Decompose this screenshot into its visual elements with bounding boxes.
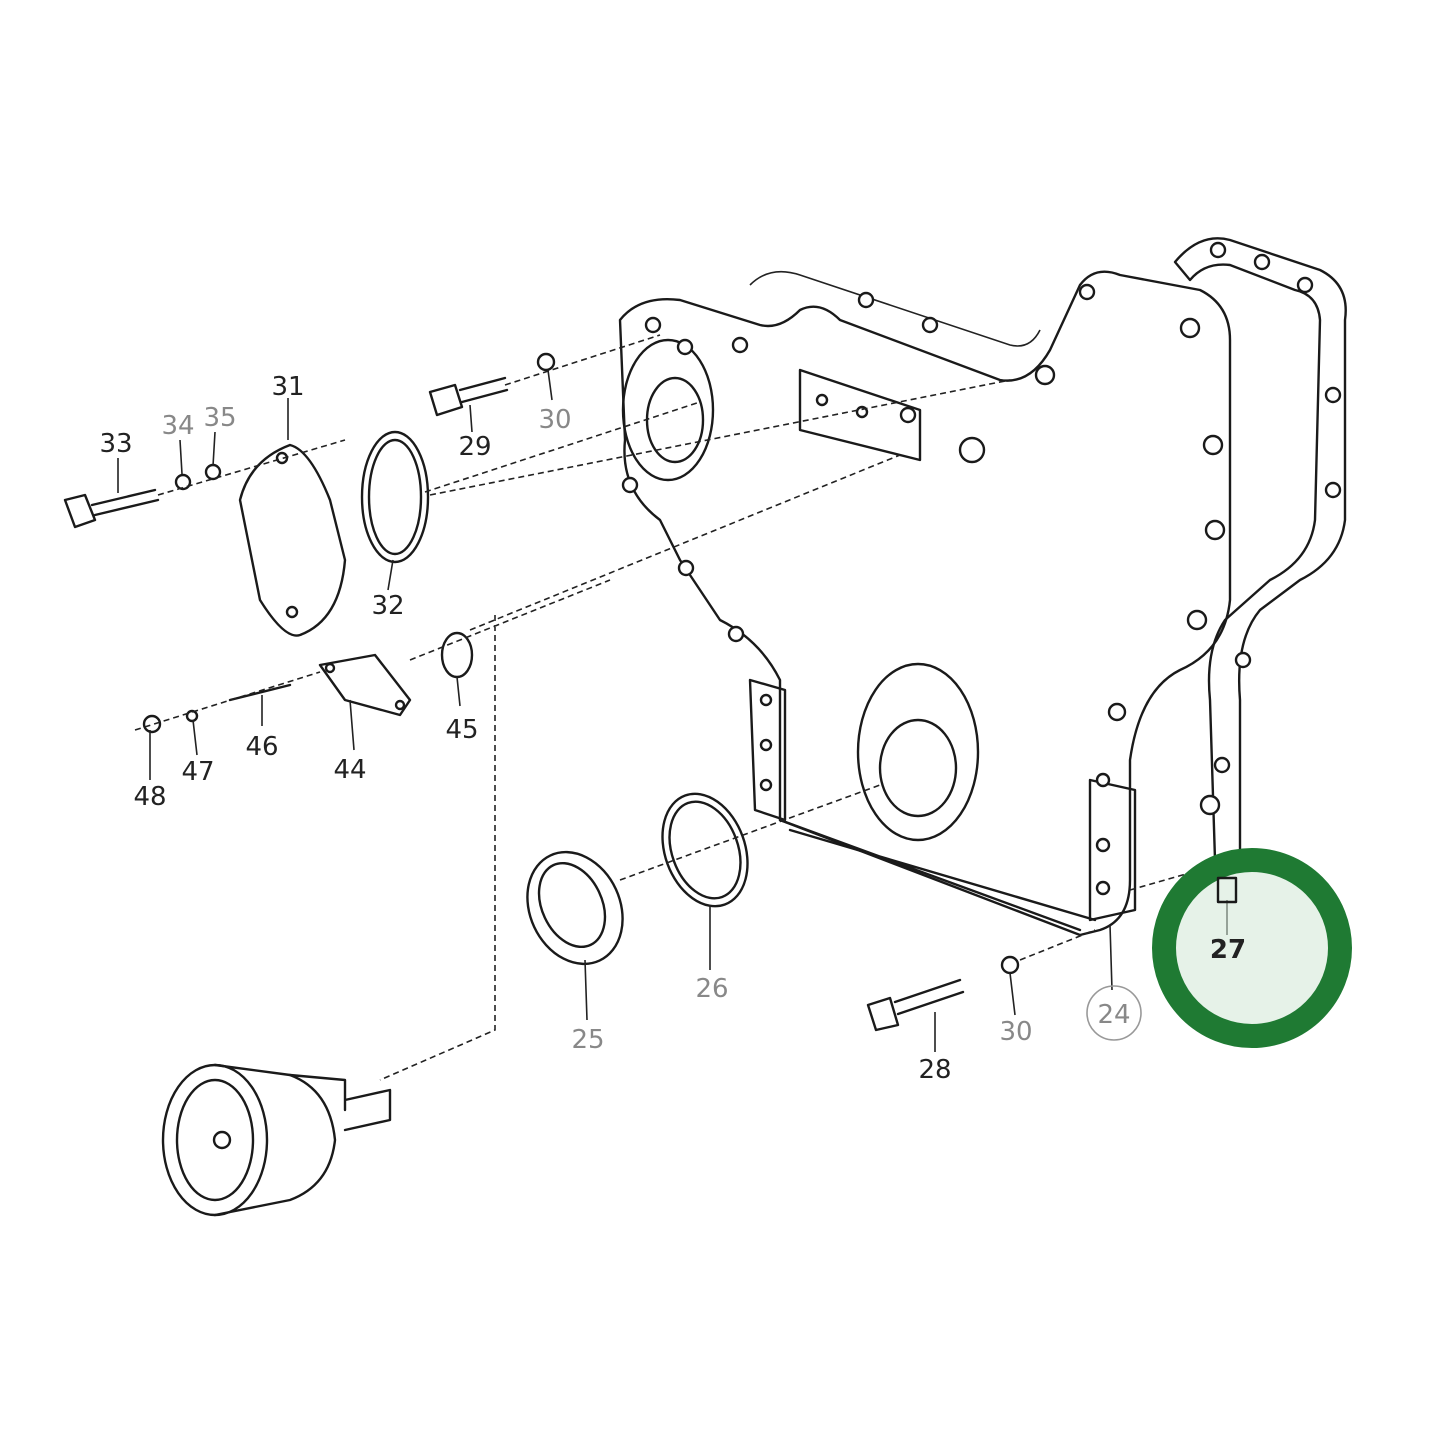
seal-26: [661, 792, 749, 908]
bolt-28: [866, 978, 965, 1032]
crank-pulley: [161, 1063, 392, 1217]
timing-cover-24: [618, 270, 1232, 937]
nut-48: [142, 714, 162, 734]
callout-30-top: 30: [538, 405, 571, 435]
pump-mount-boss: [621, 338, 715, 482]
callout-29: 29: [458, 432, 491, 462]
crank-seal-boss: [856, 662, 980, 842]
callout-25: 25: [571, 1025, 604, 1055]
washer-47: [185, 709, 199, 723]
cover-bottom-edge: [778, 818, 1097, 932]
washer-34: [174, 473, 192, 491]
bracket-right: [1088, 778, 1137, 922]
plate-44: [318, 653, 412, 717]
callout-35: 35: [203, 403, 236, 433]
callout-24: 24: [1097, 1000, 1130, 1030]
pump-bore: [645, 376, 705, 464]
washer-30-top: [536, 352, 556, 372]
o-ring-45: [440, 631, 474, 679]
callout-30-bottom: 30: [999, 1017, 1032, 1047]
callout-46: 46: [245, 732, 278, 762]
leader-lines: [117, 369, 1228, 1052]
seal-25: [526, 850, 624, 966]
callout-28: 28: [918, 1055, 951, 1085]
callout-45: 45: [445, 715, 478, 745]
callout-48: 48: [133, 782, 166, 812]
cover-bolt-holes: [621, 283, 1226, 896]
gasket-holes: [1199, 241, 1342, 816]
callout-24-circle: [1086, 985, 1142, 1041]
callout-33: 33: [99, 429, 132, 459]
callout-27: 27: [1210, 935, 1246, 965]
crank-bore: [878, 718, 958, 818]
callout-32: 32: [371, 591, 404, 621]
dowel-27: [1216, 876, 1238, 904]
callout-44: 44: [333, 755, 366, 785]
highlight-ring-27: [1152, 848, 1352, 1048]
washer-30-bottom: [1000, 955, 1020, 975]
callout-34: 34: [161, 411, 194, 441]
gasket-27: [1173, 237, 1347, 862]
callout-47: 47: [181, 757, 214, 787]
callout-31: 31: [271, 372, 304, 402]
bracket-top: [798, 368, 922, 462]
bolt-29: [428, 376, 509, 417]
callout-26: 26: [695, 974, 728, 1004]
o-ring-32: [360, 430, 430, 564]
bolt-33: [63, 488, 160, 529]
stud-46: [228, 683, 292, 702]
cover-plate-31: [238, 443, 347, 637]
cover-flange-edge: [749, 270, 1041, 347]
